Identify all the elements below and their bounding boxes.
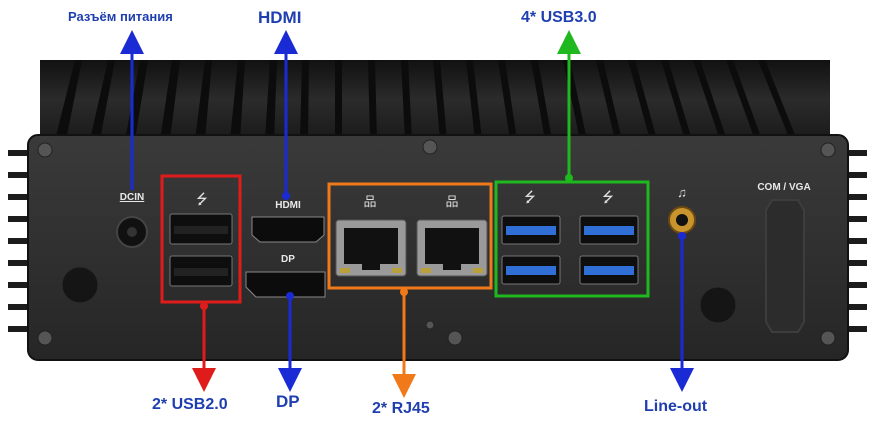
network-icon: 品 (363, 194, 376, 209)
usb-icon: ⭍ (602, 189, 614, 205)
callout-arrows (120, 30, 694, 398)
displayport-port (245, 271, 326, 298)
usb2-callout: 2* USB2.0 (152, 396, 228, 413)
usb3-ports: ⭍ ⭍ (501, 189, 639, 285)
hdmi-callout: HDMI (258, 8, 302, 27)
heatsink-fins-top (40, 60, 830, 140)
heatsink-fins-side (8, 150, 867, 332)
com-vga-panel-label: COM / VGA (757, 182, 810, 193)
usb3-highlight-box (494, 180, 650, 298)
rj45-callout: 2* RJ45 (372, 400, 430, 417)
usb-icon: ⭍ (524, 189, 536, 205)
line-out-callout: Line-out (644, 398, 708, 415)
panel-rubber-plugs (61, 266, 737, 324)
rj45-highlight-box (327, 182, 493, 290)
power-connector-callout: Разъём питания (68, 9, 173, 24)
line-out-jack (668, 206, 696, 234)
rj45-ports: 品 品 (335, 194, 488, 277)
dp-callout: DP (276, 392, 300, 411)
network-icon: 品 (445, 194, 458, 209)
usb2-highlight-box (160, 174, 242, 304)
com-vga-knockout (765, 199, 805, 333)
dc-in-label: DCIN (120, 192, 144, 203)
usb3-callout: 4* USB3.0 (521, 9, 597, 26)
headphone-icon: ♫ (677, 185, 687, 200)
usb2-ports: ⭍ (169, 191, 233, 287)
dp-panel-label: DP (281, 254, 295, 265)
panel-screws (37, 139, 836, 346)
hdmi-port (251, 216, 325, 243)
dc-in-port (116, 216, 148, 248)
hdmi-panel-label: HDMI (275, 200, 301, 211)
usb-icon: ⭍ (196, 191, 208, 207)
